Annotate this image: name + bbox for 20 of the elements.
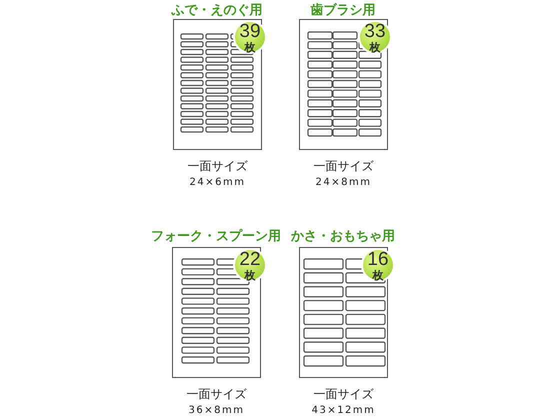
- badge-number: 33: [364, 22, 386, 40]
- badge-number: 39: [239, 22, 261, 40]
- sheet-title: かさ・おもちゃ用: [291, 228, 395, 245]
- badge-unit: 枚: [370, 42, 380, 52]
- size-text: 24×6mm: [190, 177, 246, 188]
- sheet-title: ふで・えのぐ用: [172, 2, 262, 19]
- size-text: 43×12mm: [312, 405, 376, 416]
- badge-number: 22: [239, 250, 261, 268]
- caption-text: 一面サイズ: [188, 158, 248, 175]
- sheet-title: 歯ブラシ用: [310, 2, 376, 19]
- caption-text: 一面サイズ: [186, 386, 246, 403]
- badge-unit: 枚: [244, 270, 256, 280]
- size-text: 36×8mm: [188, 405, 244, 416]
- caption-text: 一面サイズ: [314, 386, 374, 403]
- size-text: 24×8mm: [316, 177, 372, 188]
- badge-unit: 枚: [244, 42, 256, 52]
- badge-number: 16: [367, 250, 389, 268]
- caption-text: 一面サイズ: [314, 158, 374, 175]
- sheet-title: フォーク・スプーン用: [151, 228, 281, 245]
- badge-unit: 枚: [372, 270, 384, 280]
